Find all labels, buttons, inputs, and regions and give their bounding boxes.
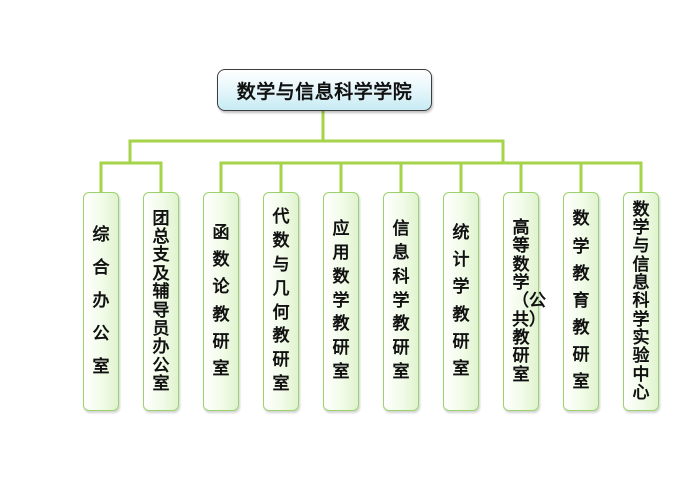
node-applied-math-label: 应用数学教研室 (332, 219, 350, 382)
node-advanced-math-public-label: 高等数学（公共）教研室 (512, 217, 546, 385)
node-statistics-label: 统计学教研室 (452, 222, 470, 379)
root-node-label: 数学与信息科学学院 (236, 80, 413, 103)
node-information-science-label: 信息科学教研室 (392, 219, 410, 382)
node-lab-center: 数学与信息科学实验中心 (623, 192, 659, 411)
node-statistics: 统计学教研室 (443, 192, 479, 411)
node-advanced-math-public: 高等数学（公共）教研室 (503, 192, 546, 411)
node-youth-league-office-label: 团总支及辅导员办公室 (152, 208, 170, 394)
node-lab-center-label: 数学与信息科学实验中心 (632, 199, 650, 404)
root-node: 数学与信息科学学院 (217, 69, 432, 111)
node-algebra-geometry-label: 代数与几何教研室 (272, 207, 290, 394)
node-youth-league-office: 团总支及辅导员办公室 (143, 192, 179, 411)
node-general-office: 综合办公室 (83, 192, 119, 411)
node-math-education: 数学教育教研室 (563, 192, 599, 411)
node-information-science: 信息科学教研室 (383, 192, 419, 411)
node-applied-math: 应用数学教研室 (323, 192, 359, 411)
node-math-education-label: 数学教育教研室 (572, 209, 590, 393)
node-general-office-label: 综合办公室 (92, 224, 110, 378)
node-function-theory-label: 函数论教研室 (212, 222, 230, 379)
node-algebra-geometry: 代数与几何教研室 (263, 192, 299, 411)
node-function-theory: 函数论教研室 (203, 192, 239, 411)
